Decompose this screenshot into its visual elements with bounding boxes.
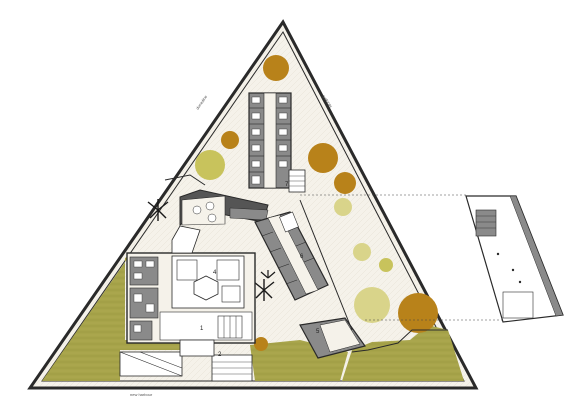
east-stair [279, 211, 299, 233]
detail-column [496, 252, 500, 256]
hall-room-right [216, 259, 240, 281]
southeast-room [319, 319, 361, 353]
tree [334, 198, 352, 216]
detail-room [502, 291, 534, 319]
ramp-line [119, 351, 183, 377]
tree [263, 55, 289, 81]
detail-plan [465, 195, 564, 323]
site-wall [164, 174, 206, 186]
tree [221, 131, 239, 149]
west-room-furniture [133, 260, 155, 333]
tree [195, 150, 225, 180]
palm-tree [260, 270, 276, 279]
detail-stair-treads [476, 215, 496, 229]
room-number: 7 [285, 182, 289, 188]
room-number: 4 [213, 270, 217, 276]
detail-stair [475, 209, 497, 237]
tree [334, 172, 356, 194]
ground-area-west [42, 255, 182, 381]
west-room-b [129, 287, 159, 319]
room-number: 1 [200, 326, 204, 332]
palm-tree [147, 199, 169, 221]
hall-room-lower [221, 285, 241, 303]
north-wing-partitions [249, 107, 291, 173]
gallery-room [181, 195, 226, 226]
hall-room-left [176, 259, 198, 281]
tree [398, 293, 438, 333]
site-wall [299, 199, 353, 331]
tree [254, 337, 268, 351]
hexagon-court [193, 275, 219, 301]
stair-treads [289, 175, 305, 187]
tree [379, 258, 393, 272]
ground-area-southeast [342, 325, 464, 381]
site-wall [351, 329, 448, 353]
room-number: 6 [300, 254, 304, 260]
connector [171, 225, 201, 254]
entrance-lobby [179, 339, 215, 357]
street-label-left: dunedine [195, 94, 209, 111]
toilet-stalls [223, 316, 237, 338]
gallery-walkway [229, 207, 269, 221]
east-wing-corridor [267, 214, 319, 295]
ramp-line [139, 351, 183, 369]
detail-column [518, 280, 522, 284]
room-number: 2 [218, 352, 222, 358]
room-number: 5 [316, 329, 320, 335]
gallery-tables [192, 201, 217, 223]
detail-wall-hatch [509, 195, 564, 317]
tree [353, 243, 371, 261]
north-wing-furniture [251, 96, 288, 185]
tree [308, 143, 338, 173]
detail-column [511, 268, 515, 272]
tree [354, 287, 390, 323]
north-wing-corridor [263, 92, 277, 189]
street-label-bottom: new harbour [130, 392, 153, 397]
